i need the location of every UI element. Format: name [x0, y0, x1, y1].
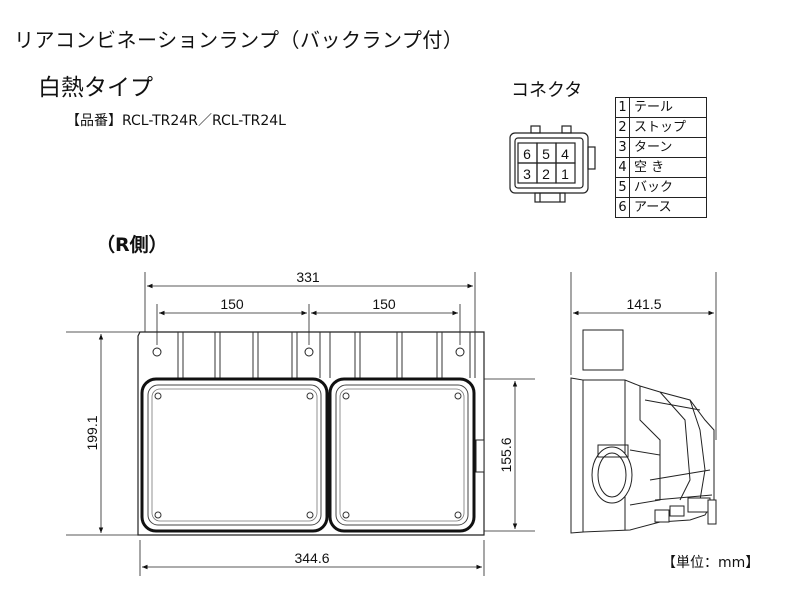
unit-label: 【単位：mm】 [662, 555, 760, 571]
dim-side-depth: 141.5 [626, 296, 661, 312]
pin-function: テール [629, 97, 707, 118]
dim-left-span: 150 [220, 296, 244, 312]
connector-pin: 1 [561, 166, 569, 182]
right-lens [328, 377, 476, 533]
dim-overall-top: 331 [296, 269, 320, 285]
pin-function: バック [629, 177, 707, 198]
front-view [137, 331, 485, 536]
dim-height-right: 155.6 [498, 437, 514, 472]
connector-drawing [509, 125, 596, 203]
lamp-type-heading: 白熱タイプ [38, 75, 153, 101]
side-view [570, 329, 717, 534]
dim-height-left: 199.1 [84, 415, 100, 450]
connector-pin: 3 [523, 166, 531, 182]
pin-function: アース [629, 197, 707, 218]
dim-overall-bottom: 344.6 [294, 550, 329, 566]
connector-label: コネクタ [511, 80, 583, 101]
part-number: 【品番】RCL-TR24R／RCL-TR24L [66, 113, 286, 129]
dim-right-span: 150 [372, 296, 396, 312]
connector-pin: 2 [542, 166, 550, 182]
dimension-lines [66, 272, 717, 576]
connector-pin: 5 [542, 146, 550, 162]
pin-number: 6 [615, 197, 630, 218]
mounting-hole [152, 347, 465, 357]
page-title: リアコンビネーションランプ（バックランプ付） [14, 28, 464, 52]
left-lens [140, 377, 329, 533]
connector-pin: 6 [523, 146, 531, 162]
connector-pin: 4 [561, 146, 569, 162]
side-label: （R側） [96, 234, 168, 256]
